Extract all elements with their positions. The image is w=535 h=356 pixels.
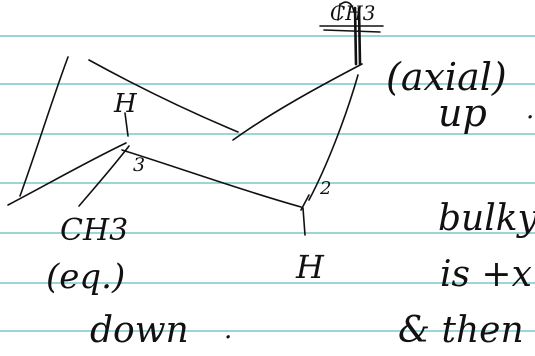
label-carbon-2: 2 [319,178,331,199]
bond-ch3-left [78,145,130,207]
note-axial-up: up [438,91,487,135]
drawing-labels: CH3 H 3 2 CH3 H [60,1,375,286]
chair-drawing [7,1,384,236]
axial-bond-up [353,6,362,66]
label-h-bottom: H [295,248,325,286]
bond-h-top [124,112,129,137]
note-eq: (eq.) [46,257,125,297]
note-axial: (axial) [386,55,507,99]
margin-line-3: & then [398,310,524,351]
axial-note: (axial) up . [386,55,534,135]
margin-line-1: bulky [438,198,535,239]
margin-text: bulky is +x & then [398,198,535,351]
bond-h-bottom-wedge [300,194,310,236]
note-eq-down: down [90,310,189,351]
chair-top-right-edge [232,63,363,141]
note-axial-dot: . [526,95,534,125]
note-eq-dot: . [224,315,232,345]
label-ch3-top: CH3 [330,1,375,25]
chair-left-edge [19,56,69,197]
chair-right-edge [308,74,359,201]
chair-top-left-edge [88,59,239,133]
chair-bottom-left-edge [7,142,127,206]
equatorial-note: (eq.) down . [46,257,232,351]
ruled-lines [0,35,535,332]
axial-group-scribble [319,1,384,33]
label-ch3-left: CH3 [60,213,128,248]
label-carbon-3: 3 [133,154,145,176]
chair-bottom-right-edge [121,149,302,208]
label-h-top: H [113,89,138,119]
margin-line-2: is +x [440,254,532,295]
